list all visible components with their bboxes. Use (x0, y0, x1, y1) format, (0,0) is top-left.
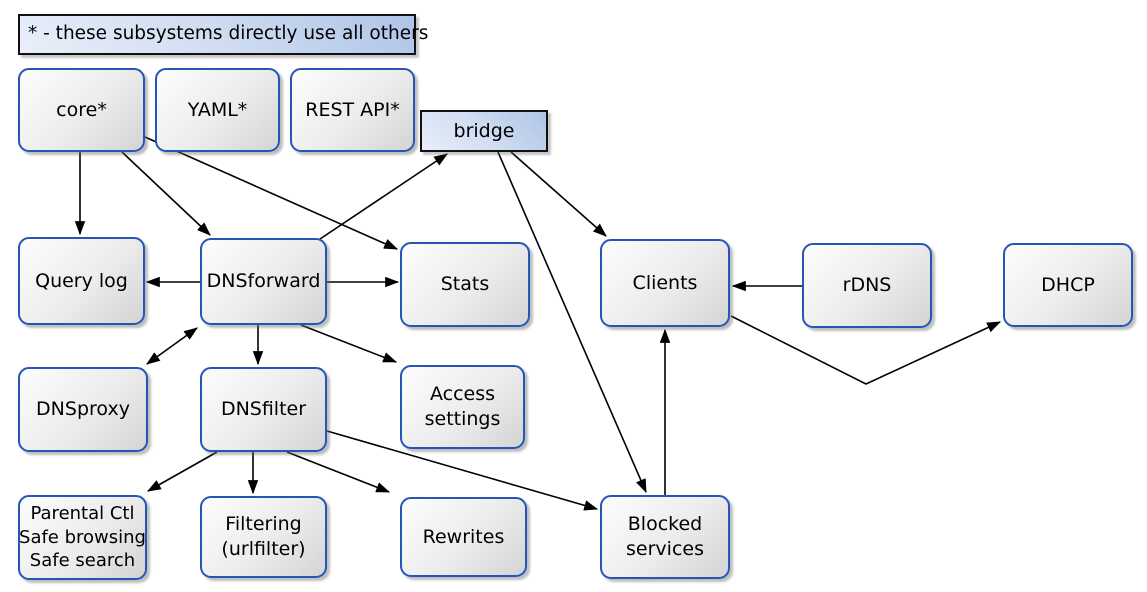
node-dnsproxy-label: DNSproxy (36, 398, 130, 421)
node-stats-label: Stats (440, 273, 490, 296)
node-clients-label: Clients (632, 271, 698, 294)
node-restapi: REST API* (290, 68, 415, 152)
edge-core-stats (144, 136, 399, 250)
node-bridge-label: bridge (453, 119, 515, 142)
node-dnsproxy: DNSproxy (18, 367, 148, 452)
node-rdns-label: rDNS (842, 274, 892, 297)
node-filtering-label: (urlfilter) (221, 538, 306, 560)
node-dhcp-label: DHCP (1041, 273, 1095, 296)
node-filtering-label: Filtering (225, 513, 302, 536)
node-restapi-label: REST API* (305, 98, 400, 121)
node-stats: Stats (400, 242, 530, 327)
edge-dnsfilter-rewrites (286, 451, 391, 493)
node-dnsfilter: DNSfilter (200, 367, 327, 452)
node-dnsfilter-label: DNSfilter (220, 398, 307, 421)
edge-dnsforward-access (300, 324, 398, 363)
node-filtering: Filtering(urlfilter) (200, 496, 327, 578)
node-dhcp: DHCP (1003, 243, 1133, 327)
node-rewrites: Rewrites (400, 497, 527, 577)
node-rewrites-label: Rewrites (422, 525, 505, 548)
edge-dnsfilter-parental (146, 451, 218, 492)
node-querylog-label: Query log (35, 269, 128, 292)
legend-note-label: * - these subsystems directly use all ot… (28, 23, 429, 45)
node-dnsforward-label: DNSforward (206, 270, 321, 293)
legend-note: * - these subsystems directly use all ot… (18, 14, 428, 55)
edge-dnsforward-dnsproxy (146, 327, 198, 365)
node-access-label: settings (424, 408, 501, 430)
node-clients: Clients (600, 239, 730, 327)
node-querylog: Query log (18, 237, 145, 325)
node-dnsforward: DNSforward (200, 238, 327, 325)
node-access-label: Access (429, 383, 496, 406)
node-parental-label: Safe search (29, 550, 136, 572)
node-bridge: bridge (420, 110, 548, 152)
node-blocked-label: Blocked (627, 513, 703, 536)
edge-bridge-clients (510, 151, 607, 237)
node-rdns: rDNS (802, 243, 932, 328)
node-blocked-label: services (626, 538, 704, 560)
edge-dnsforward-bridge (319, 153, 448, 240)
node-core-label: core* (56, 98, 107, 121)
edge-core-dnsforward (121, 151, 211, 236)
node-yaml-label: YAML* (187, 98, 248, 121)
node-yaml: YAML* (155, 68, 280, 152)
node-core: core* (18, 68, 145, 152)
node-parental-label: Safe browsing (19, 526, 146, 548)
node-parental-label: Parental Ctl (30, 503, 135, 525)
